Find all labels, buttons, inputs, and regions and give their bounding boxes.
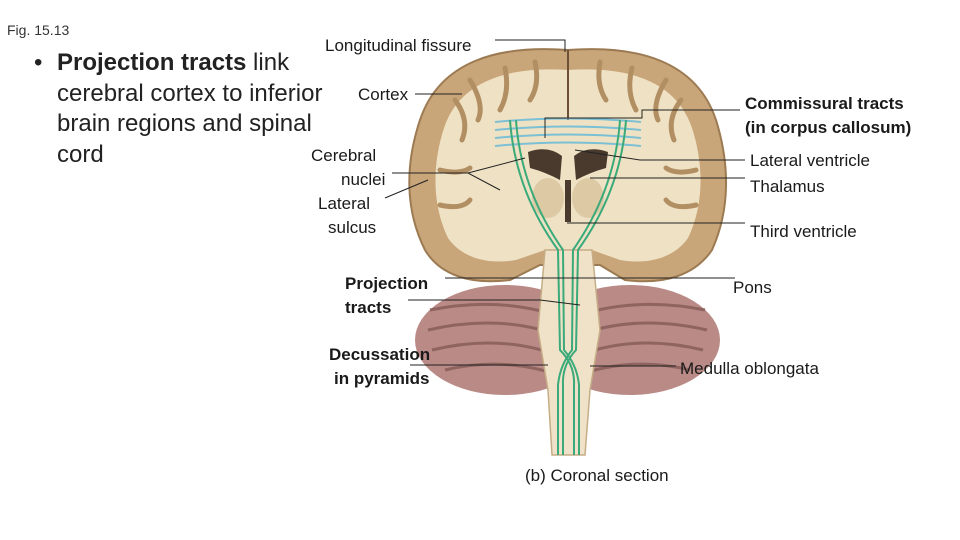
third-ventricle-mark xyxy=(565,180,571,222)
label-third-ventricle: Third ventricle xyxy=(750,222,857,242)
label-cortex: Cortex xyxy=(358,85,408,105)
label-commissural-tracts-2: (in corpus callosum) xyxy=(745,118,911,138)
label-commissural-tracts-1: Commissural tracts xyxy=(745,94,904,114)
label-projection-tracts-1: Projection xyxy=(345,274,428,294)
label-longitudinal-fissure: Longitudinal fissure xyxy=(325,36,471,56)
label-lateral-sulcus-2: sulcus xyxy=(328,218,376,238)
thalamus-mark xyxy=(532,178,564,218)
label-lateral-ventricle: Lateral ventricle xyxy=(750,151,870,171)
label-thalamus: Thalamus xyxy=(750,177,825,197)
thalamus-mark-right xyxy=(572,178,604,218)
label-lateral-sulcus-1: Lateral xyxy=(318,194,370,214)
figure-caption: (b) Coronal section xyxy=(525,466,669,486)
label-pons: Pons xyxy=(733,278,772,298)
label-projection-tracts-2: tracts xyxy=(345,298,391,318)
label-cerebral-nuclei-1: Cerebral xyxy=(311,146,376,166)
label-cerebral-nuclei-2: nuclei xyxy=(341,170,385,190)
label-medulla-oblongata: Medulla oblongata xyxy=(680,359,819,379)
label-decussation-2: in pyramids xyxy=(334,369,429,389)
label-decussation-1: Decussation xyxy=(329,345,430,365)
